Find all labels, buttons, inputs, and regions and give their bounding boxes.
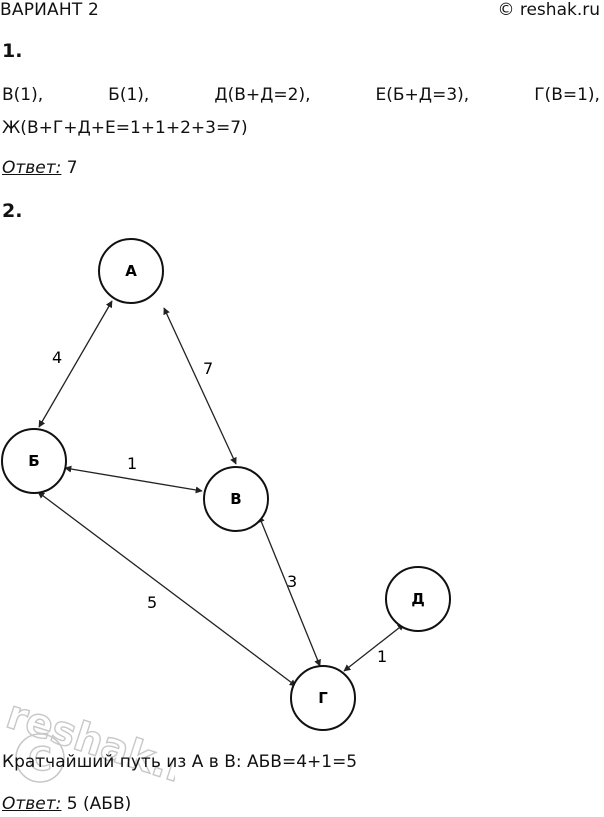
node-label: А <box>125 262 137 280</box>
node-label: Г <box>318 689 328 707</box>
answer-label: Ответ: <box>2 158 62 178</box>
edge-weight-v-g: 3 <box>287 572 297 591</box>
edge-v-g <box>258 515 321 667</box>
task2-answer: Ответ: 5 (АБВ) <box>2 794 131 814</box>
edge-b-v <box>64 465 203 494</box>
shortest-path-text: Кратчайший путь из А в В: АБВ=4+1=5 <box>2 752 358 772</box>
task1-item: Д(В+Д=2), <box>214 85 311 105</box>
answer-value: 5 (АБВ) <box>61 794 132 814</box>
graph-node-g: Г <box>290 665 356 731</box>
edge-weight-g-d: 1 <box>377 647 387 666</box>
edge-b-g <box>37 491 297 687</box>
task1-number: 1. <box>2 40 23 62</box>
edge-weight-b-g: 5 <box>147 593 157 612</box>
edge-weight-b-v: 1 <box>127 454 137 473</box>
task1-item: Е(Б+Д=3), <box>375 85 470 105</box>
answer-label: Ответ: <box>2 794 62 814</box>
graph-node-b: Б <box>1 428 67 494</box>
node-label: Б <box>28 452 39 470</box>
edge-weight-a-v: 7 <box>203 359 213 378</box>
graph-node-d: Д <box>385 566 451 632</box>
graph-node-v: В <box>203 466 269 532</box>
task1-item: В(1), <box>2 85 44 105</box>
variant-title: ВАРИАНТ 2 <box>0 0 100 20</box>
task1-item: Б(1), <box>108 85 150 105</box>
edge-a-v <box>163 307 237 465</box>
node-label: Д <box>411 590 424 608</box>
task1-item: Г(В=1), <box>534 85 600 105</box>
task1-line2: Ж(В+Г+Д+Е=1+1+2+3=7) <box>2 118 248 138</box>
task1-items-row: В(1), Б(1), Д(В+Д=2), Е(Б+Д=3), Г(В=1), <box>2 85 600 105</box>
copyright-notice: © reshak.ru <box>497 0 600 20</box>
edge-a-b <box>38 300 113 428</box>
task1-answer: Ответ: 7 <box>2 158 78 178</box>
task2-number: 2. <box>2 200 23 222</box>
edge-g-d <box>343 623 405 672</box>
graph-node-a: А <box>98 238 164 304</box>
answer-value: 7 <box>61 158 78 178</box>
edge-weight-a-b: 4 <box>52 348 62 367</box>
node-label: В <box>230 490 241 508</box>
